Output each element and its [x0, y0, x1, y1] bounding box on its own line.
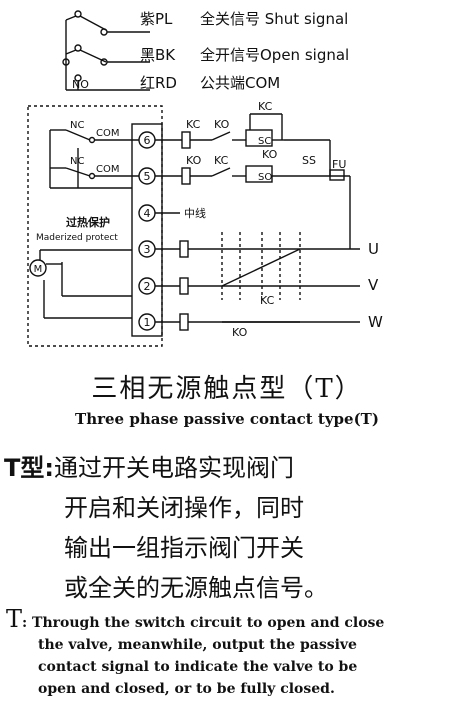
signal-red-desc: 公共端COM — [200, 74, 280, 92]
title-english: Three phase passive contact type(T) — [75, 410, 379, 428]
title-chinese: 三相无源触点型（T） — [91, 374, 363, 404]
desc-cn-line-2: 开启和关闭操作，同时 — [64, 494, 304, 522]
desc-cn-line-3: 输出一组指示阀门开关 — [64, 534, 304, 562]
overheat-en-label: Maderized protect — [36, 233, 118, 243]
nc-label-1: NC — [70, 120, 84, 131]
terminal-3-label: 3 — [144, 243, 151, 256]
desc-en-text-1: : Through the switch circuit to open and… — [22, 615, 385, 631]
desc-cn-line-1: T型:通过开关电路实现阀门 — [4, 448, 328, 488]
phase-u-label: U — [368, 240, 379, 258]
desc-cn-text-1: 通过开关电路实现阀门 — [53, 454, 294, 482]
terminal-4-label: 4 — [144, 207, 151, 220]
fu-label: FU — [332, 158, 346, 171]
signal-black-label: 黑BK — [140, 46, 176, 64]
nc-label-2: NC — [70, 156, 84, 167]
description-chinese: T型:通过开关电路实现阀门 开启和关闭操作，同时 输出一组指示阀门开关 或全关的… — [4, 448, 328, 608]
desc-en-prefix: T — [6, 605, 23, 633]
phase-w-label: W — [368, 313, 383, 331]
so-label: SO — [258, 172, 272, 183]
terminal-1-label: 1 — [144, 316, 151, 329]
phase-v-label: V — [368, 276, 379, 294]
neutral-label: 中线 — [184, 206, 206, 220]
ko-label-2: KO — [186, 154, 202, 167]
signal-purple-desc: 全关信号 Shut signal — [200, 10, 348, 28]
com-label-2: COM — [96, 164, 119, 175]
motor-symbol: M — [34, 264, 43, 275]
signal-purple-label: 紫PL — [140, 10, 173, 28]
terminal-6-label: 6 — [144, 134, 151, 147]
desc-cn-prefix: T型: — [4, 454, 54, 482]
description-english: T: Through the switch circuit to open an… — [6, 605, 452, 700]
kc-label-4: KC — [260, 294, 275, 307]
kc-label-2: KC — [258, 100, 273, 113]
terminal-block — [131, 123, 163, 337]
signal-switches — [62, 10, 150, 91]
com-label-1: COM — [96, 128, 119, 139]
kc-label-1: KC — [186, 118, 201, 131]
ko-label-1: KO — [214, 118, 230, 131]
terminal-5-label: 5 — [144, 170, 151, 183]
motor-icon — [29, 259, 47, 277]
kc-label-3: KC — [214, 154, 229, 167]
ko-label-4: KO — [232, 326, 248, 339]
desc-cn-line-4: 或全关的无源触点信号。 — [64, 574, 328, 602]
desc-en-line-2: the valve, meanwhile, output the passive — [38, 637, 357, 653]
signal-red-label: 红RD — [140, 74, 177, 92]
wiring-diagram: M 紫PL 全关信号 Shut signal 黑BK 全开信号Open sign… — [27, 10, 383, 347]
desc-en-line-1: T: Through the switch circuit to open an… — [6, 605, 452, 634]
desc-en-line-3: contact signal to indicate the valve to … — [38, 659, 358, 675]
desc-en-line-4: open and closed, or to be fully closed. — [38, 681, 335, 697]
ko-label-3: KO — [262, 148, 278, 161]
sc-label: SC — [258, 136, 271, 147]
terminal-2-label: 2 — [144, 280, 151, 293]
no-label: NO — [72, 78, 89, 91]
signal-black-desc: 全开信号Open signal — [200, 46, 349, 64]
ss-label: SS — [302, 154, 316, 167]
overheat-cn-label: 过热保护 — [66, 215, 110, 229]
